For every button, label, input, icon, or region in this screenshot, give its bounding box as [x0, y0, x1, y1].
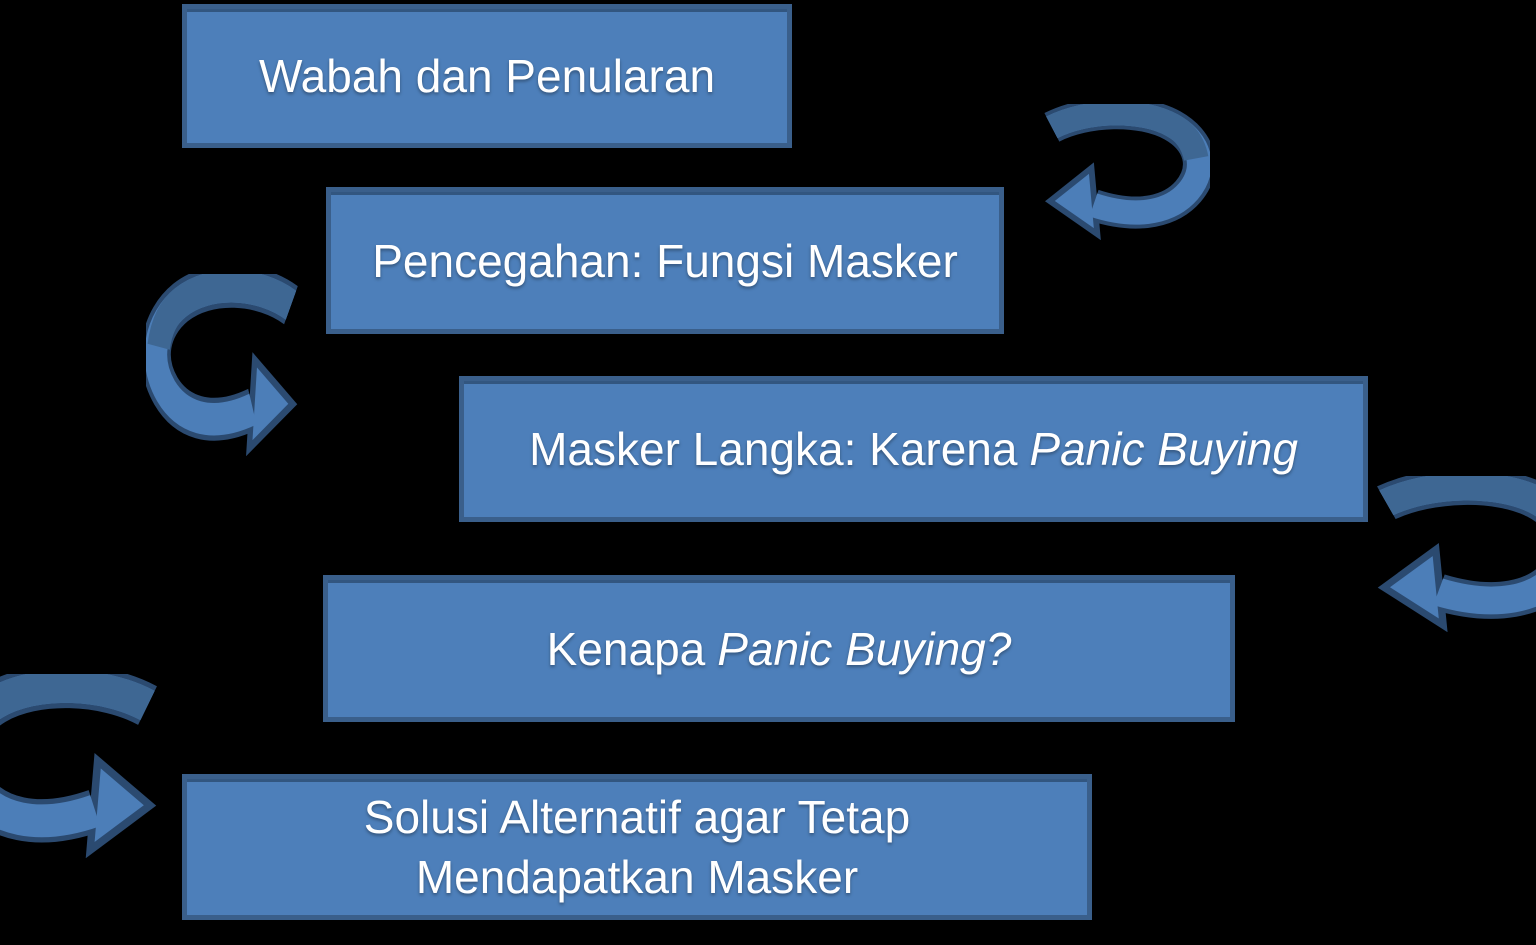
flow-box-wabah-dan-penularan: Wabah dan Penularan — [182, 4, 792, 148]
box-label: Solusi Alternatif agar Tetap Mendapatkan… — [363, 791, 911, 903]
curved-loop-arrow-icon — [0, 674, 160, 858]
curved-loop-arrow-icon — [1374, 476, 1536, 632]
box-label: Wabah dan Penularan — [258, 50, 716, 102]
box-label: Pencegahan: Fungsi Masker — [372, 234, 958, 287]
flow-box-pencegahan-fungsi-masker: Pencegahan: Fungsi Masker — [326, 187, 1004, 334]
flow-box-solusi-alternatif: Solusi Alternatif agar Tetap Mendapatkan… — [182, 774, 1092, 920]
curved-loop-arrow-icon — [1042, 104, 1210, 240]
curved-loop-arrow-icon — [146, 274, 300, 456]
